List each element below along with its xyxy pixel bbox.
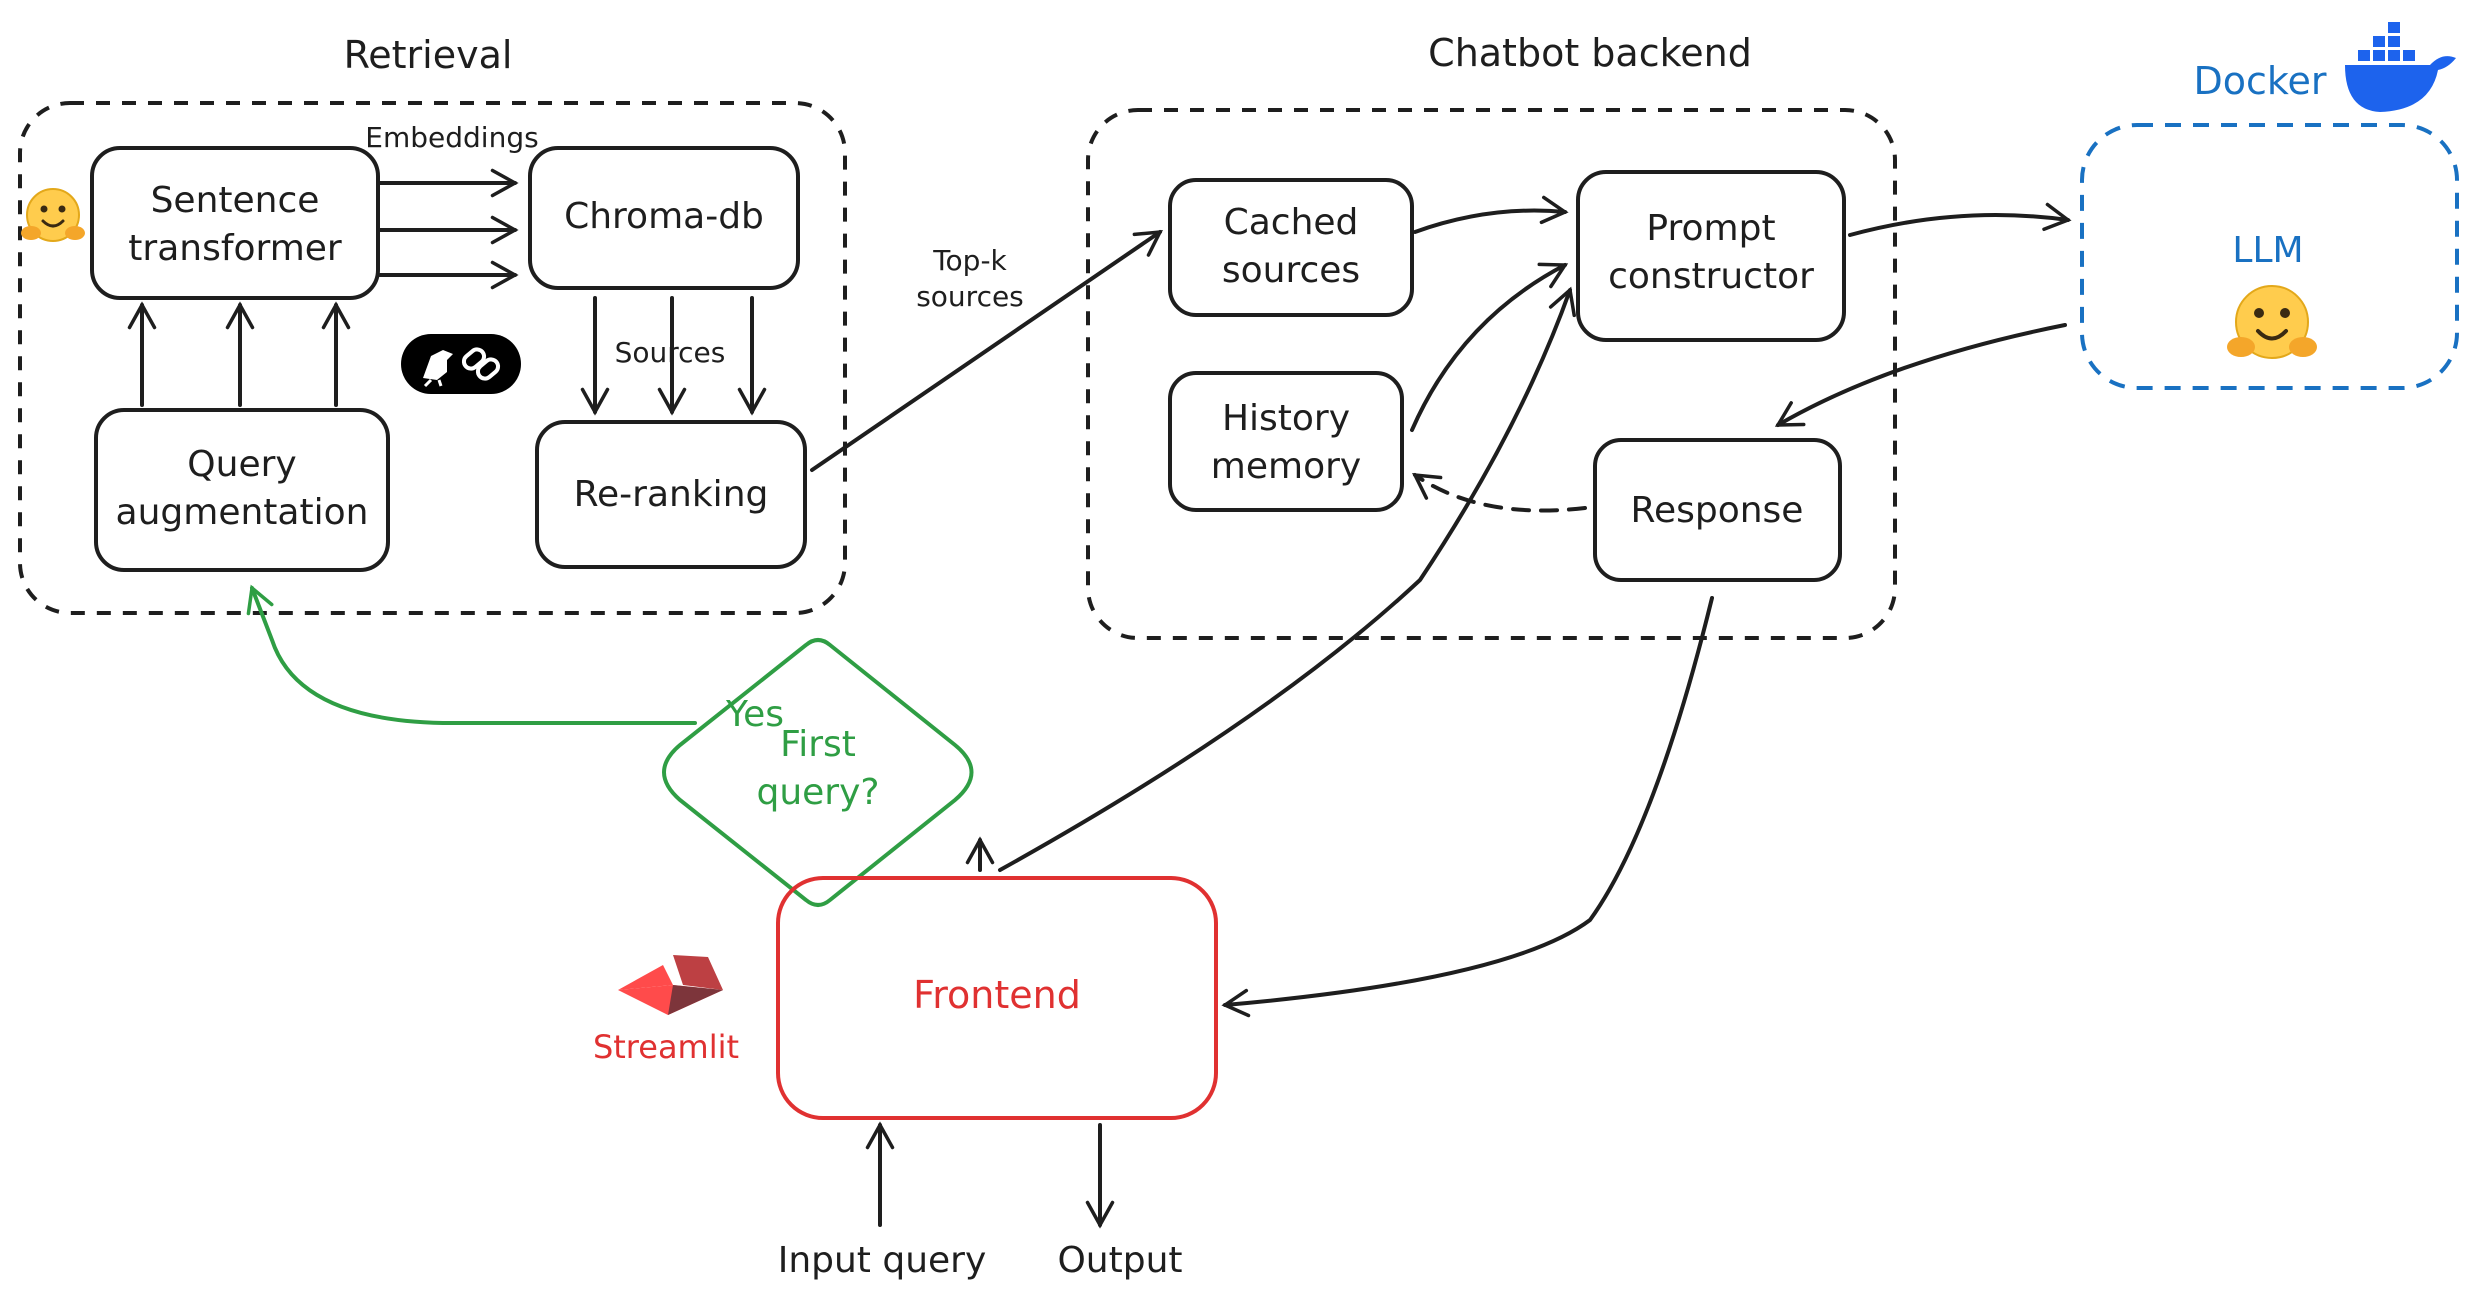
top-k-sources-arrow: [810, 229, 1163, 472]
cached-sources-node: Cached sources: [1168, 178, 1414, 317]
llm-container: [2080, 123, 2459, 390]
response-node: Response: [1593, 438, 1842, 582]
top-k-label-1: Top-k: [932, 244, 1007, 277]
query-augmentation-label-1: Query: [187, 444, 296, 485]
output-label: Output: [1057, 1240, 1182, 1281]
first-query-label-1: First: [780, 724, 856, 765]
embeddings-label: Embeddings: [365, 121, 538, 154]
frontend-to-prompt-arrow: [998, 286, 1576, 872]
response-to-history-arrow: [1412, 472, 1587, 513]
docker-label: Docker: [2193, 59, 2326, 103]
re-ranking-label: Re-ranking: [574, 474, 769, 515]
prompt-constructor-label-2: constructor: [1608, 256, 1814, 297]
sources-label: Sources: [615, 336, 726, 369]
chroma-db-node: Chroma-db: [528, 146, 800, 290]
input-query-label: Input query: [778, 1240, 987, 1281]
first-query-label-2: query?: [756, 772, 879, 813]
yes-label: Yes: [725, 694, 784, 735]
chatbot-backend-group: [1086, 108, 1897, 640]
llm-to-response-arrow: [1774, 323, 2067, 427]
re-ranking-node: Re-ranking: [535, 420, 807, 569]
hugging-face-llm-icon: [2227, 285, 2317, 359]
response-label: Response: [1631, 490, 1804, 531]
retrieval-group: [18, 101, 847, 615]
history-to-prompt-arrow: [1410, 262, 1569, 432]
first-query-diamond: [662, 638, 974, 907]
history-memory-node: History memory: [1168, 371, 1404, 512]
streamlit-logo-icon: [618, 955, 723, 1015]
query-augmentation-label-2: augmentation: [116, 492, 369, 533]
frontend-node: [776, 876, 1218, 1120]
frontend-label: Frontend: [913, 973, 1081, 1017]
query-augmentation-node: Query augmentation: [94, 408, 390, 572]
hugging-face-icon: [21, 188, 85, 242]
yes-arrow: [246, 584, 697, 726]
history-memory-label-1: History: [1222, 398, 1350, 439]
prompt-constructor-node: Prompt constructor: [1576, 170, 1846, 342]
top-k-label-2: sources: [916, 280, 1024, 313]
response-to-frontend-arrow: [1221, 596, 1714, 1018]
streamlit-label: Streamlit: [593, 1028, 739, 1066]
chatbot-backend-group-title: Chatbot backend: [1428, 31, 1752, 75]
prompt-constructor-label-1: Prompt: [1646, 208, 1775, 249]
langchain-logo: [401, 334, 521, 394]
retrieval-group-title: Retrieval: [344, 33, 513, 77]
cached-sources-label-2: sources: [1222, 250, 1360, 291]
llm-label: LLM: [2232, 230, 2303, 271]
sentence-transformer-label-1: Sentence: [151, 180, 320, 221]
sentence-transformer-node: Sentence transformer: [90, 146, 380, 300]
cached-to-prompt-arrow: [1413, 195, 1569, 234]
sentence-transformer-label-2: transformer: [128, 228, 342, 269]
history-memory-label-2: memory: [1211, 446, 1361, 487]
chroma-db-label: Chroma-db: [564, 196, 764, 237]
cached-sources-label-1: Cached: [1224, 202, 1359, 243]
docker-whale-icon: [2345, 22, 2456, 112]
prompt-to-llm-arrow: [1848, 202, 2072, 237]
